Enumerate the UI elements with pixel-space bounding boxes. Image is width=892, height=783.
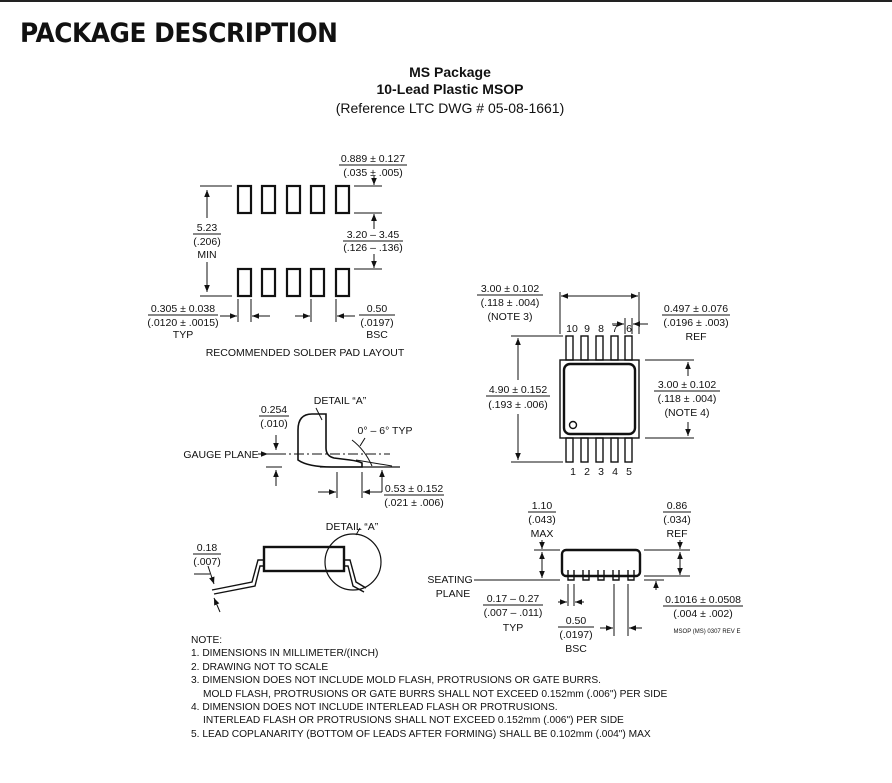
standoff-mm: 0.1016 ± 0.0508 — [665, 594, 741, 606]
lead-width-ref-mm: 0.497 ± 0.076 — [664, 303, 728, 315]
side-lead-thickness-in: (.007) — [193, 556, 220, 568]
note-3: 3. DIMENSION DOES NOT INCLUDE MOLD FLASH… — [191, 675, 602, 687]
package-type: 10-Lead Plastic MSOP — [376, 81, 524, 97]
note-4-cont: INTERLEAD FLASH OR PROTRUSIONS SHALL NOT… — [203, 715, 624, 727]
pad-pitch-mm: 0.50 — [367, 303, 388, 315]
side-view-left — [194, 527, 382, 613]
top-rule — [0, 0, 892, 2]
body-length-in: (.118 ± .004) — [658, 393, 717, 405]
body-length-mm: 3.00 ± 0.102 — [658, 379, 716, 391]
body-height-ref-in: (.034) — [663, 514, 690, 526]
pad-width-note: TYP — [173, 329, 193, 341]
height-max-note: MAX — [531, 528, 554, 540]
body-height-ref-mm: 0.86 — [667, 500, 688, 512]
pkg-pitch-in: (.0197) — [559, 629, 592, 641]
height-max-in: (.043) — [528, 514, 555, 526]
body-width-in: (.118 ± .004) — [481, 297, 540, 309]
gauge-plane-label: GAUGE PLANE — [183, 449, 258, 461]
pin-8: 8 — [598, 323, 604, 335]
body-length-note: (NOTE 4) — [665, 407, 710, 419]
row-spacing-in: (.126 – .136) — [343, 242, 403, 254]
package-top-view — [511, 292, 694, 463]
lead-thickness-in: (.010) — [260, 418, 287, 430]
pin-9: 9 — [584, 323, 590, 335]
pin-7: 7 — [612, 323, 618, 335]
pkg-pitch-mm: 0.50 — [566, 615, 587, 627]
overall-min-in: (.206) — [193, 236, 220, 248]
overall-min-note: MIN — [197, 249, 216, 261]
note-4: 4. DIMENSION DOES NOT INCLUDE INTERLEAD … — [191, 702, 558, 714]
seating-plane-line2: PLANE — [436, 588, 470, 600]
detail-a-label: DETAIL “A” — [314, 395, 367, 407]
pin-1: 1 — [570, 466, 576, 478]
notes-title: NOTE: — [191, 635, 223, 646]
pin-2: 2 — [584, 466, 590, 478]
drawing-revision: MSOP (MS) 0307 REV E — [674, 629, 741, 635]
bottom-leads — [565, 437, 633, 463]
pin-6: 6 — [626, 323, 632, 335]
solder-pad-caption: RECOMMENDED SOLDER PAD LAYOUT — [206, 347, 405, 359]
body-width-mm: 3.00 ± 0.102 — [481, 283, 539, 295]
body-width-note: (NOTE 3) — [488, 311, 533, 323]
row-spacing-mm: 3.20 – 3.45 — [347, 229, 400, 241]
detail-a-view — [258, 407, 400, 498]
lead-thickness-mm: 0.254 — [261, 404, 287, 416]
pkg-pitch-note: BSC — [565, 643, 587, 655]
detail-a-callout-circle — [324, 533, 382, 591]
height-max-mm: 1.10 — [532, 500, 553, 512]
pin1-indicator — [568, 420, 578, 430]
body-height-ref-note: REF — [667, 528, 688, 540]
solder-pad-layout — [200, 176, 382, 322]
overall-min-mm: 5.23 — [197, 222, 218, 234]
lead-width-ref-note: REF — [686, 331, 707, 343]
top-leads — [565, 335, 633, 361]
pad-length-in: (.035 ± .005) — [343, 167, 402, 179]
standoff-in: (.004 ± .002) — [673, 608, 732, 620]
foot-length-mm: 0.53 ± 0.152 — [385, 483, 443, 495]
note-1: 1. DIMENSIONS IN MILLIMETER/(INCH) — [191, 648, 379, 660]
section-title: PACKAGE DESCRIPTION — [20, 18, 338, 49]
pin-4: 4 — [612, 466, 618, 478]
pin-5: 5 — [626, 466, 632, 478]
overall-length-in: (.193 ± .006) — [488, 399, 547, 411]
note-5: 5. LEAD COPLANARITY (BOTTOM OF LEADS AFT… — [191, 728, 651, 740]
solder-pads-bottom-row — [236, 267, 351, 298]
pad-pitch-in: (.0197) — [360, 317, 393, 329]
angle-label: 0° – 6° TYP — [358, 425, 413, 437]
lead-width-note: TYP — [503, 622, 523, 634]
side-view-right — [474, 540, 690, 636]
package-body-outer — [559, 359, 640, 439]
note-2: 2. DRAWING NOT TO SCALE — [191, 661, 329, 673]
notes-block: NOTE: 1. DIMENSIONS IN MILLIMETER/(INCH)… — [191, 634, 667, 741]
foot-length-in: (.021 ± .006) — [384, 497, 443, 509]
package-reference: (Reference LTC DWG # 05-08-1661) — [335, 100, 565, 116]
pin-10: 10 — [566, 323, 578, 335]
note-3-cont: MOLD FLASH, PROTRUSIONS OR GATE BURRS SH… — [203, 688, 668, 700]
pad-width-mm: 0.305 ± 0.038 — [151, 303, 215, 315]
solder-pads-top-row — [236, 184, 351, 215]
overall-length-mm: 4.90 ± 0.152 — [489, 384, 547, 396]
side-detail-a-label: DETAIL “A” — [326, 521, 379, 533]
pad-width-in: (.0120 ± .0015) — [147, 317, 218, 329]
seating-plane-line1: SEATING — [427, 574, 472, 586]
lead-width-in: (.007 – .011) — [484, 607, 543, 619]
package-name: MS Package — [409, 64, 491, 80]
lead-width-mm: 0.17 – 0.27 — [487, 593, 540, 605]
package-body-inner — [562, 362, 637, 436]
pin-3: 3 — [598, 466, 604, 478]
pad-length-mm: 0.889 ± 0.127 — [341, 153, 405, 165]
side-lead-thickness-mm: 0.18 — [197, 542, 218, 554]
lead-width-ref-in: (.0196 ± .003) — [663, 317, 728, 329]
pad-pitch-note: BSC — [366, 329, 388, 341]
